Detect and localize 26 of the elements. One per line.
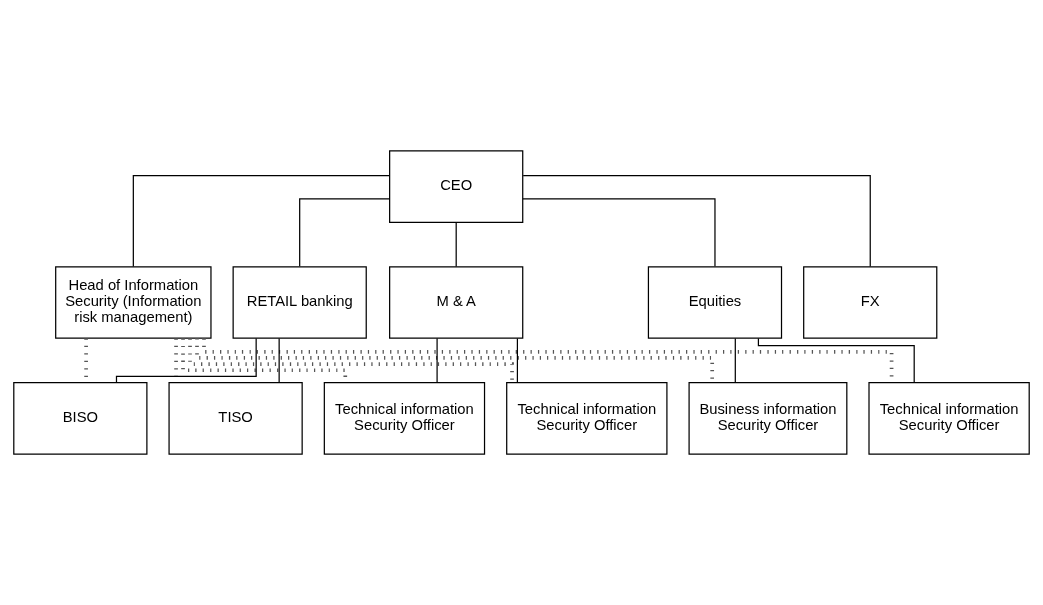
connector (522, 174, 871, 268)
node-box: Technical information Security Officer (868, 382, 1030, 455)
connector (195, 338, 715, 383)
connector (455, 222, 457, 268)
connector (181, 338, 348, 383)
node-box: Technical information Security Officer (323, 382, 486, 455)
node-box: TISO (168, 382, 303, 455)
node-box: Equities (647, 266, 783, 339)
node-box: BISO (13, 382, 148, 455)
node-box: Technical information Security Officer (506, 382, 668, 455)
connector (132, 174, 390, 268)
connector (278, 337, 280, 383)
node-box: Head of Information Security (Information risk management) (55, 266, 212, 339)
connector (188, 338, 514, 383)
connector (299, 198, 390, 267)
node-box: FX (803, 266, 938, 339)
connector (734, 337, 736, 383)
connector (436, 337, 438, 383)
connector (757, 337, 915, 384)
node-box: M & A (389, 266, 524, 339)
node-box: RETAIL banking (232, 266, 367, 339)
connector (516, 337, 518, 383)
node-box: Business information Security Officer (688, 382, 848, 455)
connector (522, 198, 716, 267)
node-box: CEO (389, 150, 524, 223)
connector (202, 338, 894, 383)
